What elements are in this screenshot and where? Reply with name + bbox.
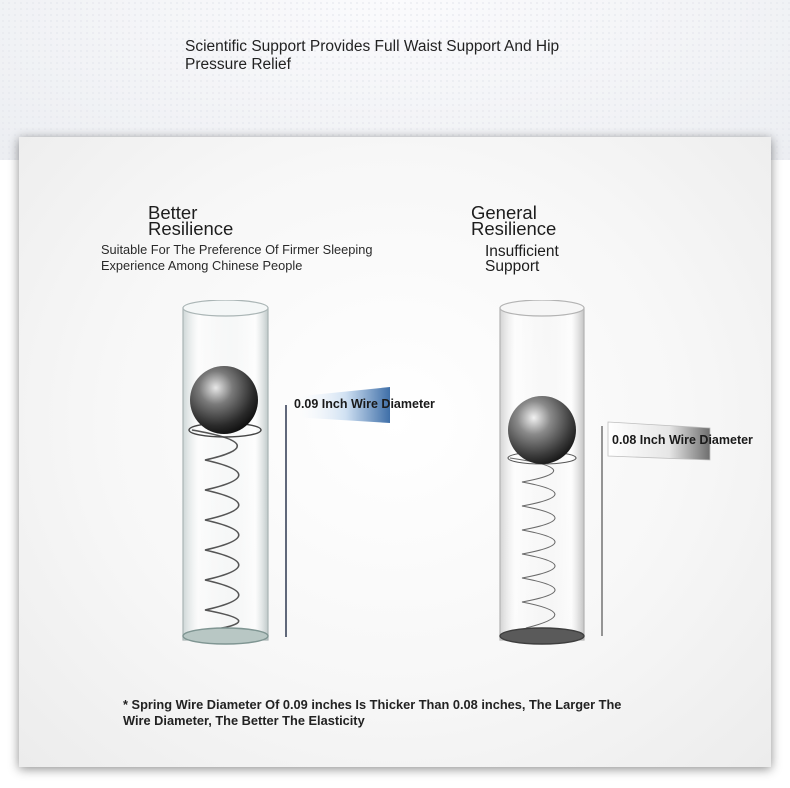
footnote: * Spring Wire Diameter Of 0.09 inches Is… bbox=[123, 697, 663, 729]
right-wire-label-text: 0.08 Inch Wire Diameter bbox=[612, 433, 753, 447]
left-description-line2: Experience Among Chinese People bbox=[101, 258, 303, 273]
left-wire-label-text: 0.09 Inch Wire Diameter bbox=[294, 397, 435, 411]
right-subtitle-line2: Support bbox=[485, 258, 540, 275]
right-subtitle-line1: Insufficient bbox=[485, 243, 559, 260]
left-description-line1: Suitable For The Preference Of Firmer Sl… bbox=[101, 242, 373, 257]
left-description: Suitable For The Preference Of Firmer Sl… bbox=[101, 242, 421, 274]
header-background bbox=[0, 0, 790, 160]
footnote-line2: Wire Diameter, The Better The Elasticity bbox=[123, 713, 365, 728]
dot-pattern bbox=[0, 0, 790, 160]
left-wire-label: 0.09 Inch Wire Diameter bbox=[294, 397, 435, 411]
right-wire-label: 0.08 Inch Wire Diameter bbox=[612, 433, 753, 447]
right-subtitle: Insufficient Support bbox=[485, 243, 559, 275]
left-spring-tube-illustration bbox=[182, 300, 269, 645]
right-spring-tube-illustration bbox=[499, 300, 585, 645]
right-wire-indicator bbox=[601, 421, 711, 636]
left-title: Better Resilience bbox=[148, 202, 234, 239]
left-title-line1: Better bbox=[148, 202, 198, 223]
page-headline: Scientific Support Provides Full Waist S… bbox=[185, 38, 625, 74]
headline-text: Scientific Support Provides Full Waist S… bbox=[185, 38, 560, 73]
right-title-line2: Resilience bbox=[471, 218, 557, 239]
footnote-line1: * Spring Wire Diameter Of 0.09 inches Is… bbox=[123, 697, 622, 712]
right-title-line1: General bbox=[471, 202, 537, 223]
left-title-line2: Resilience bbox=[148, 218, 234, 239]
left-wire-indicator bbox=[285, 387, 390, 637]
right-title: General Resilience bbox=[471, 202, 557, 239]
